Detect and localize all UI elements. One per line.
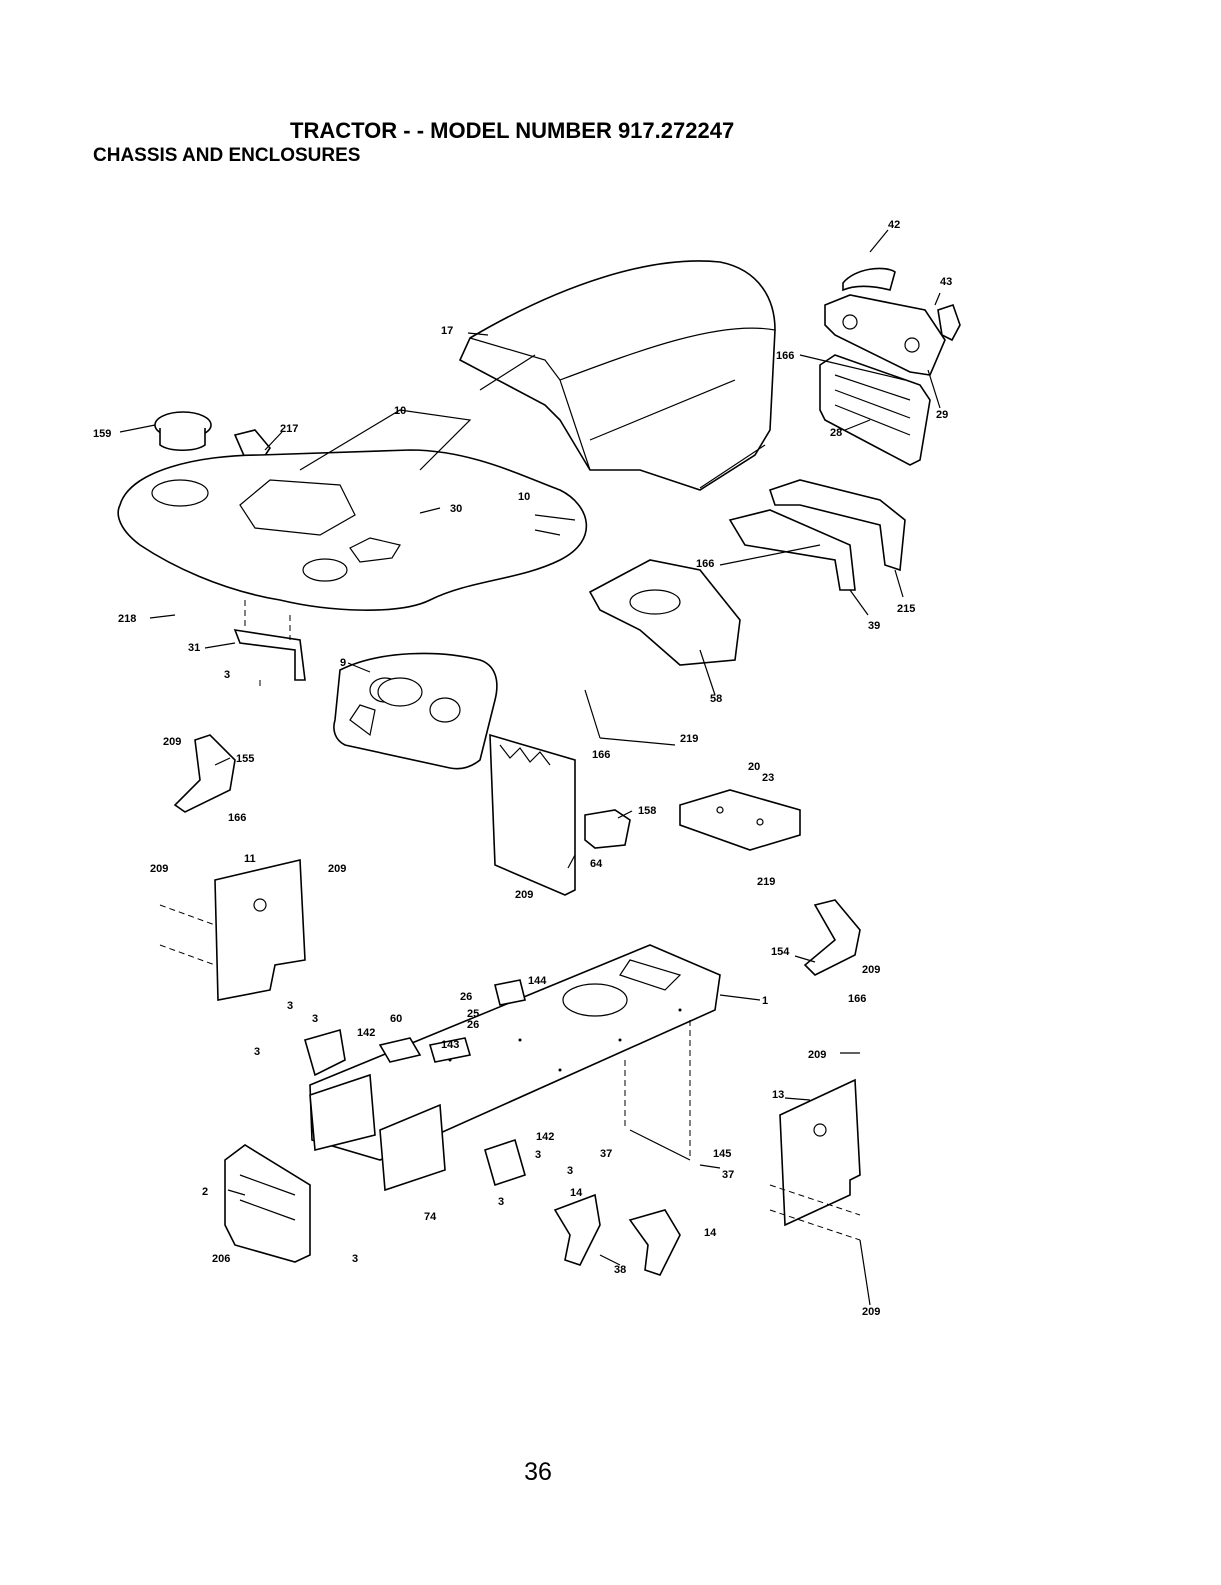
callout-17: 17 — [441, 325, 453, 337]
callout-209: 209 — [328, 863, 346, 875]
fuel-cap-part-159 — [155, 412, 211, 450]
callout-158: 158 — [638, 805, 656, 817]
plate-part-20 — [680, 790, 800, 850]
panel-part-64 — [490, 735, 575, 895]
callout-2: 2 — [202, 1186, 208, 1198]
callout-43: 43 — [940, 276, 952, 288]
callout-159: 159 — [93, 428, 111, 440]
callout-154: 154 — [771, 946, 790, 958]
callout-14: 14 — [704, 1227, 717, 1239]
callout-10: 10 — [518, 491, 530, 503]
callout-155: 155 — [236, 753, 254, 765]
shroud-part-58 — [590, 560, 740, 665]
callout-142: 142 — [536, 1131, 554, 1143]
bracket-part-144 — [495, 980, 525, 1005]
bracket-part-154 — [805, 900, 860, 975]
callout-166: 166 — [848, 993, 866, 1005]
bracket-part-142-left — [305, 1030, 345, 1075]
callout-14: 14 — [570, 1187, 583, 1199]
callout-39: 39 — [868, 620, 880, 632]
callout-28: 28 — [830, 427, 842, 439]
hood-part-17 — [460, 261, 775, 490]
callout-206: 206 — [212, 1253, 230, 1265]
callout-3: 3 — [498, 1196, 504, 1208]
callout-3: 3 — [287, 1000, 293, 1012]
front-plate-part-2 — [225, 1145, 310, 1262]
callout-166: 166 — [776, 350, 794, 362]
callout-30: 30 — [450, 503, 462, 515]
callout-166: 166 — [228, 812, 246, 824]
callout-26: 26 — [467, 1019, 479, 1031]
callout-23: 23 — [762, 772, 774, 784]
callout-42: 42 — [888, 219, 900, 231]
callout-3: 3 — [254, 1046, 260, 1058]
dash-panel-part-9 — [334, 653, 497, 768]
callout-166: 166 — [696, 558, 714, 570]
callout-26: 26 — [460, 991, 472, 1003]
page-number: 36 — [508, 1458, 568, 1487]
callout-10: 10 — [394, 405, 406, 417]
bracket-part-142-right — [485, 1140, 525, 1185]
rod-part-145 — [630, 1130, 690, 1160]
callout-209: 209 — [862, 1306, 880, 1318]
callout-166: 166 — [592, 749, 610, 761]
bracket-part-155 — [175, 735, 235, 812]
callout-3: 3 — [352, 1253, 358, 1265]
callout-142: 142 — [357, 1027, 375, 1039]
callout-31: 31 — [188, 642, 200, 654]
bracket-part-38 — [555, 1195, 680, 1275]
callout-209: 209 — [862, 964, 880, 976]
callout-143: 143 — [441, 1039, 459, 1051]
callout-209: 209 — [808, 1049, 826, 1061]
callout-1: 1 — [762, 995, 768, 1007]
side-panel-part-13 — [770, 1080, 860, 1240]
headlight-lens-part-42 — [843, 268, 895, 290]
callout-209: 209 — [515, 889, 533, 901]
callout-217: 217 — [280, 423, 298, 435]
callout-20: 20 — [748, 761, 760, 773]
callout-37: 37 — [722, 1169, 734, 1181]
callout-74: 74 — [424, 1211, 437, 1223]
callout-215: 215 — [897, 603, 915, 615]
callout-209: 209 — [150, 863, 168, 875]
callout-145: 145 — [713, 1148, 731, 1160]
callout-37: 37 — [600, 1148, 612, 1160]
callout-58: 58 — [710, 693, 722, 705]
callout-219: 219 — [680, 733, 698, 745]
callout-29: 29 — [936, 409, 948, 421]
callout-209: 209 — [163, 736, 181, 748]
callout-3: 3 — [224, 669, 230, 681]
callout-144: 144 — [528, 975, 547, 987]
callout-38: 38 — [614, 1264, 626, 1276]
callout-3: 3 — [535, 1149, 541, 1161]
callout-3: 3 — [312, 1013, 318, 1025]
callout-3: 3 — [567, 1165, 573, 1177]
callout-13: 13 — [772, 1089, 784, 1101]
callout-11: 11 — [244, 853, 256, 865]
callout-219: 219 — [757, 876, 775, 888]
callout-64: 64 — [590, 858, 603, 870]
side-panel-part-11 — [160, 860, 305, 1000]
callout-218: 218 — [118, 613, 136, 625]
callout-9: 9 — [340, 657, 346, 669]
bracket-part-31 — [235, 600, 305, 690]
callout-60: 60 — [390, 1013, 402, 1025]
